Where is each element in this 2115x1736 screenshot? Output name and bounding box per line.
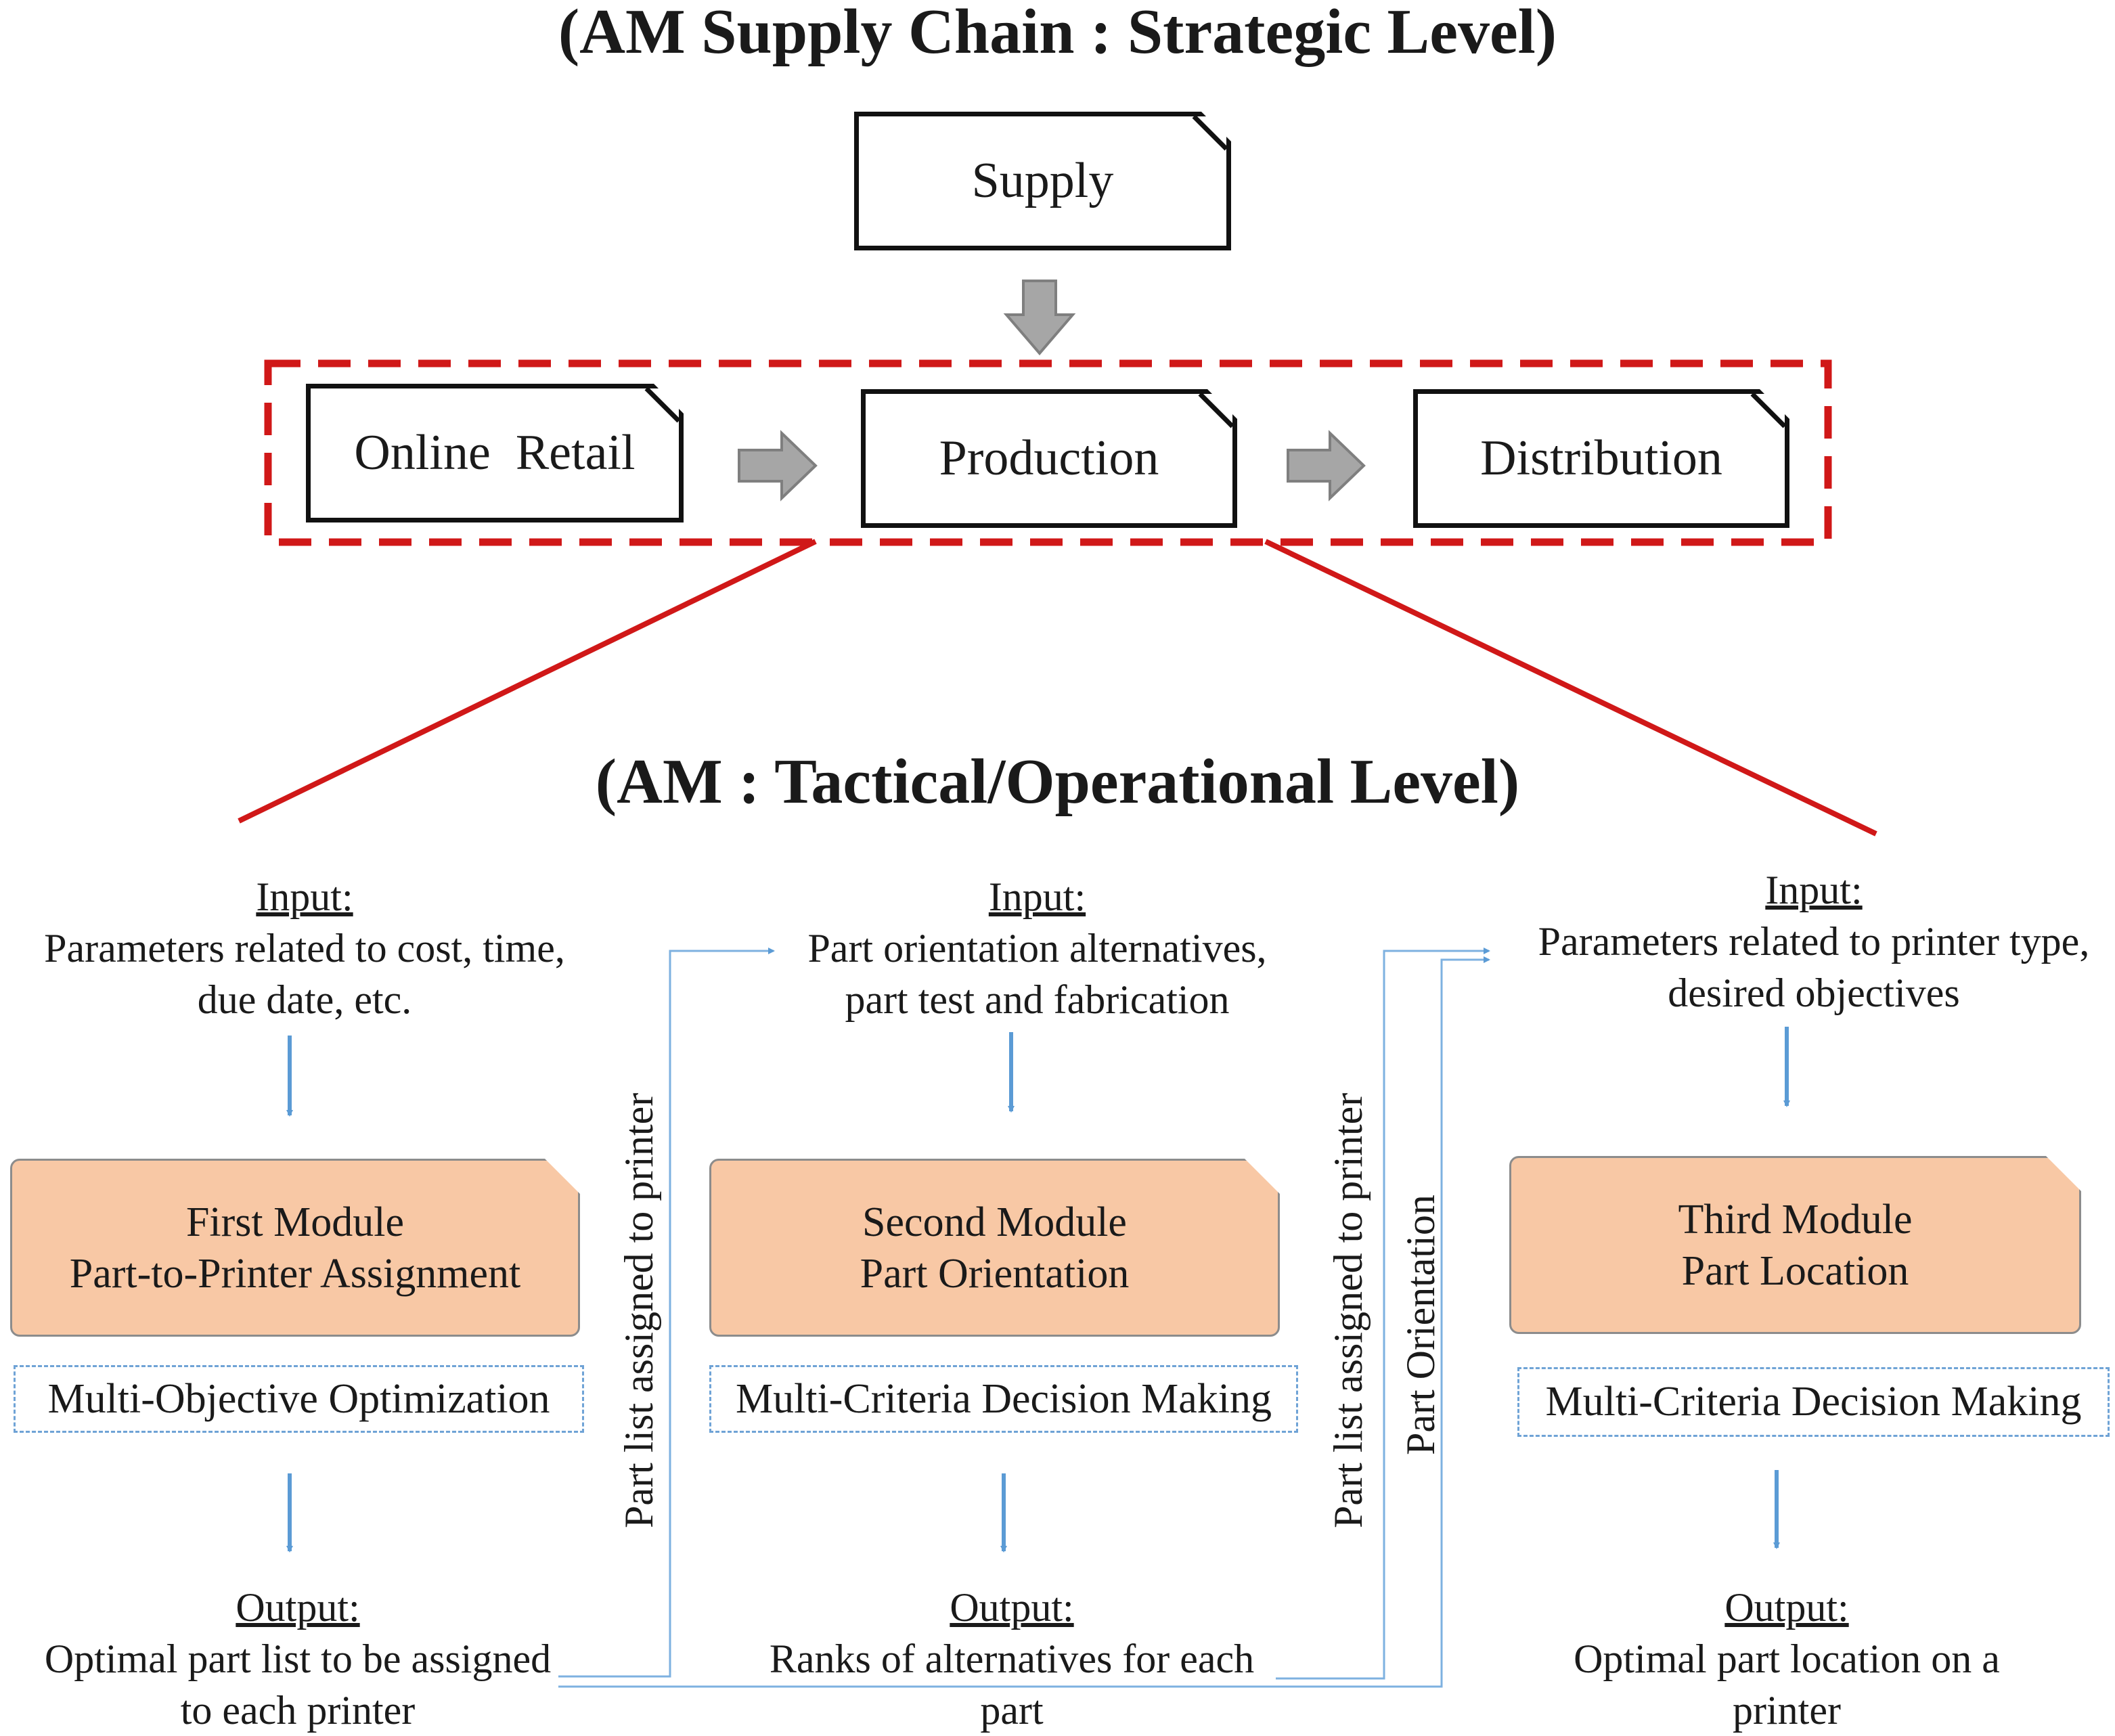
- online-retail-label: Online Retail: [354, 425, 636, 481]
- online-retail-box-corner: [644, 386, 681, 423]
- third-method-label: Multi-Criteria Decision Making: [1545, 1379, 2082, 1425]
- first-module-input: Input: Parameters related to cost, time,…: [27, 871, 582, 1025]
- second-method-label: Multi-Criteria Decision Making: [735, 1375, 1272, 1422]
- third-module-name: Third Module: [1678, 1196, 1913, 1243]
- production-box: Production: [861, 389, 1237, 528]
- third-module-output: Output: Optimal part location on a print…: [1543, 1582, 2030, 1736]
- first-output-label: Output:: [236, 1585, 360, 1630]
- third-input-text: Parameters related to printer type, desi…: [1538, 919, 2090, 1015]
- supply-to-production-arrow: [1003, 280, 1076, 356]
- second-input-label: Input:: [988, 874, 1086, 919]
- second-module-subtitle: Part Orientation: [860, 1250, 1130, 1297]
- part-list-label-2: Part list assigned to printer: [1326, 1092, 1371, 1528]
- second-module-name: Second Module: [862, 1199, 1127, 1245]
- first-to-third-connector: [558, 956, 1490, 1688]
- part-list-label-1: Part list assigned to printer: [617, 1092, 661, 1528]
- first-method-label: Multi-Objective Optimization: [47, 1375, 550, 1422]
- third-module-box: Third Module Part Location: [1509, 1156, 2081, 1334]
- second-module-method: Multi-Criteria Decision Making: [709, 1365, 1298, 1433]
- third-module-input: Input: Parameters related to printer typ…: [1536, 864, 2091, 1019]
- second-module-output: Output: Ranks of alternatives for each p…: [765, 1582, 1259, 1736]
- production-box-corner: [1198, 392, 1234, 428]
- strategic-level-title: (AM Supply Chain : Strategic Level): [558, 0, 1557, 67]
- third-module-subtitle: Part Location: [1681, 1247, 1909, 1294]
- third-output-label: Output:: [1724, 1585, 1849, 1630]
- distribution-label: Distribution: [1480, 430, 1722, 486]
- third-input-label: Input:: [1765, 868, 1863, 912]
- distribution-box-corner: [1750, 392, 1787, 428]
- first-module-output: Output: Optimal part list to be assigned…: [27, 1582, 569, 1736]
- second-module-input: Input: Part orientation alternatives, pa…: [778, 871, 1296, 1025]
- first-module-method: Multi-Objective Optimization: [14, 1365, 584, 1433]
- second-output-text: Ranks of alternatives for each part: [769, 1637, 1255, 1733]
- second-input-text: Part orientation alternatives, part test…: [807, 926, 1267, 1022]
- zoom-line-left: [238, 539, 817, 824]
- second-module-box: Second Module Part Orientation: [709, 1159, 1280, 1337]
- first-input-text: Parameters related to cost, time, due da…: [44, 926, 565, 1022]
- second-to-third-connector: [1276, 948, 1490, 1680]
- tactical-level-title: (AM : Tactical/Operational Level): [595, 747, 1520, 817]
- production-label: Production: [939, 430, 1159, 486]
- online-retail-box: Online Retail: [306, 384, 684, 522]
- zoom-line-right: [1264, 539, 1877, 837]
- supply-label: Supply: [971, 153, 1114, 208]
- highlight-frame: [264, 359, 1832, 546]
- first-output-text: Optimal part list to be assigned to each…: [44, 1637, 552, 1733]
- second-output-label: Output:: [950, 1585, 1074, 1630]
- distribution-box: Distribution: [1413, 389, 1789, 528]
- first-to-second-connector: [558, 948, 775, 1678]
- first-module-subtitle: Part-to-Printer Assignment: [69, 1250, 521, 1297]
- supply-box-corner: [1192, 114, 1228, 151]
- first-input-label: Input:: [256, 874, 353, 919]
- first-module-box: First Module Part-to-Printer Assignment: [10, 1159, 580, 1337]
- part-orientation-label: Part Orientation: [1398, 1195, 1443, 1455]
- first-module-name: First Module: [185, 1199, 405, 1245]
- production-to-distribution-arrow: [1287, 430, 1366, 502]
- supply-box: Supply: [854, 112, 1231, 250]
- retail-to-production-arrow: [738, 430, 818, 502]
- third-output-text: Optimal part location on a printer: [1574, 1637, 2000, 1733]
- third-module-method: Multi-Criteria Decision Making: [1517, 1367, 2110, 1437]
